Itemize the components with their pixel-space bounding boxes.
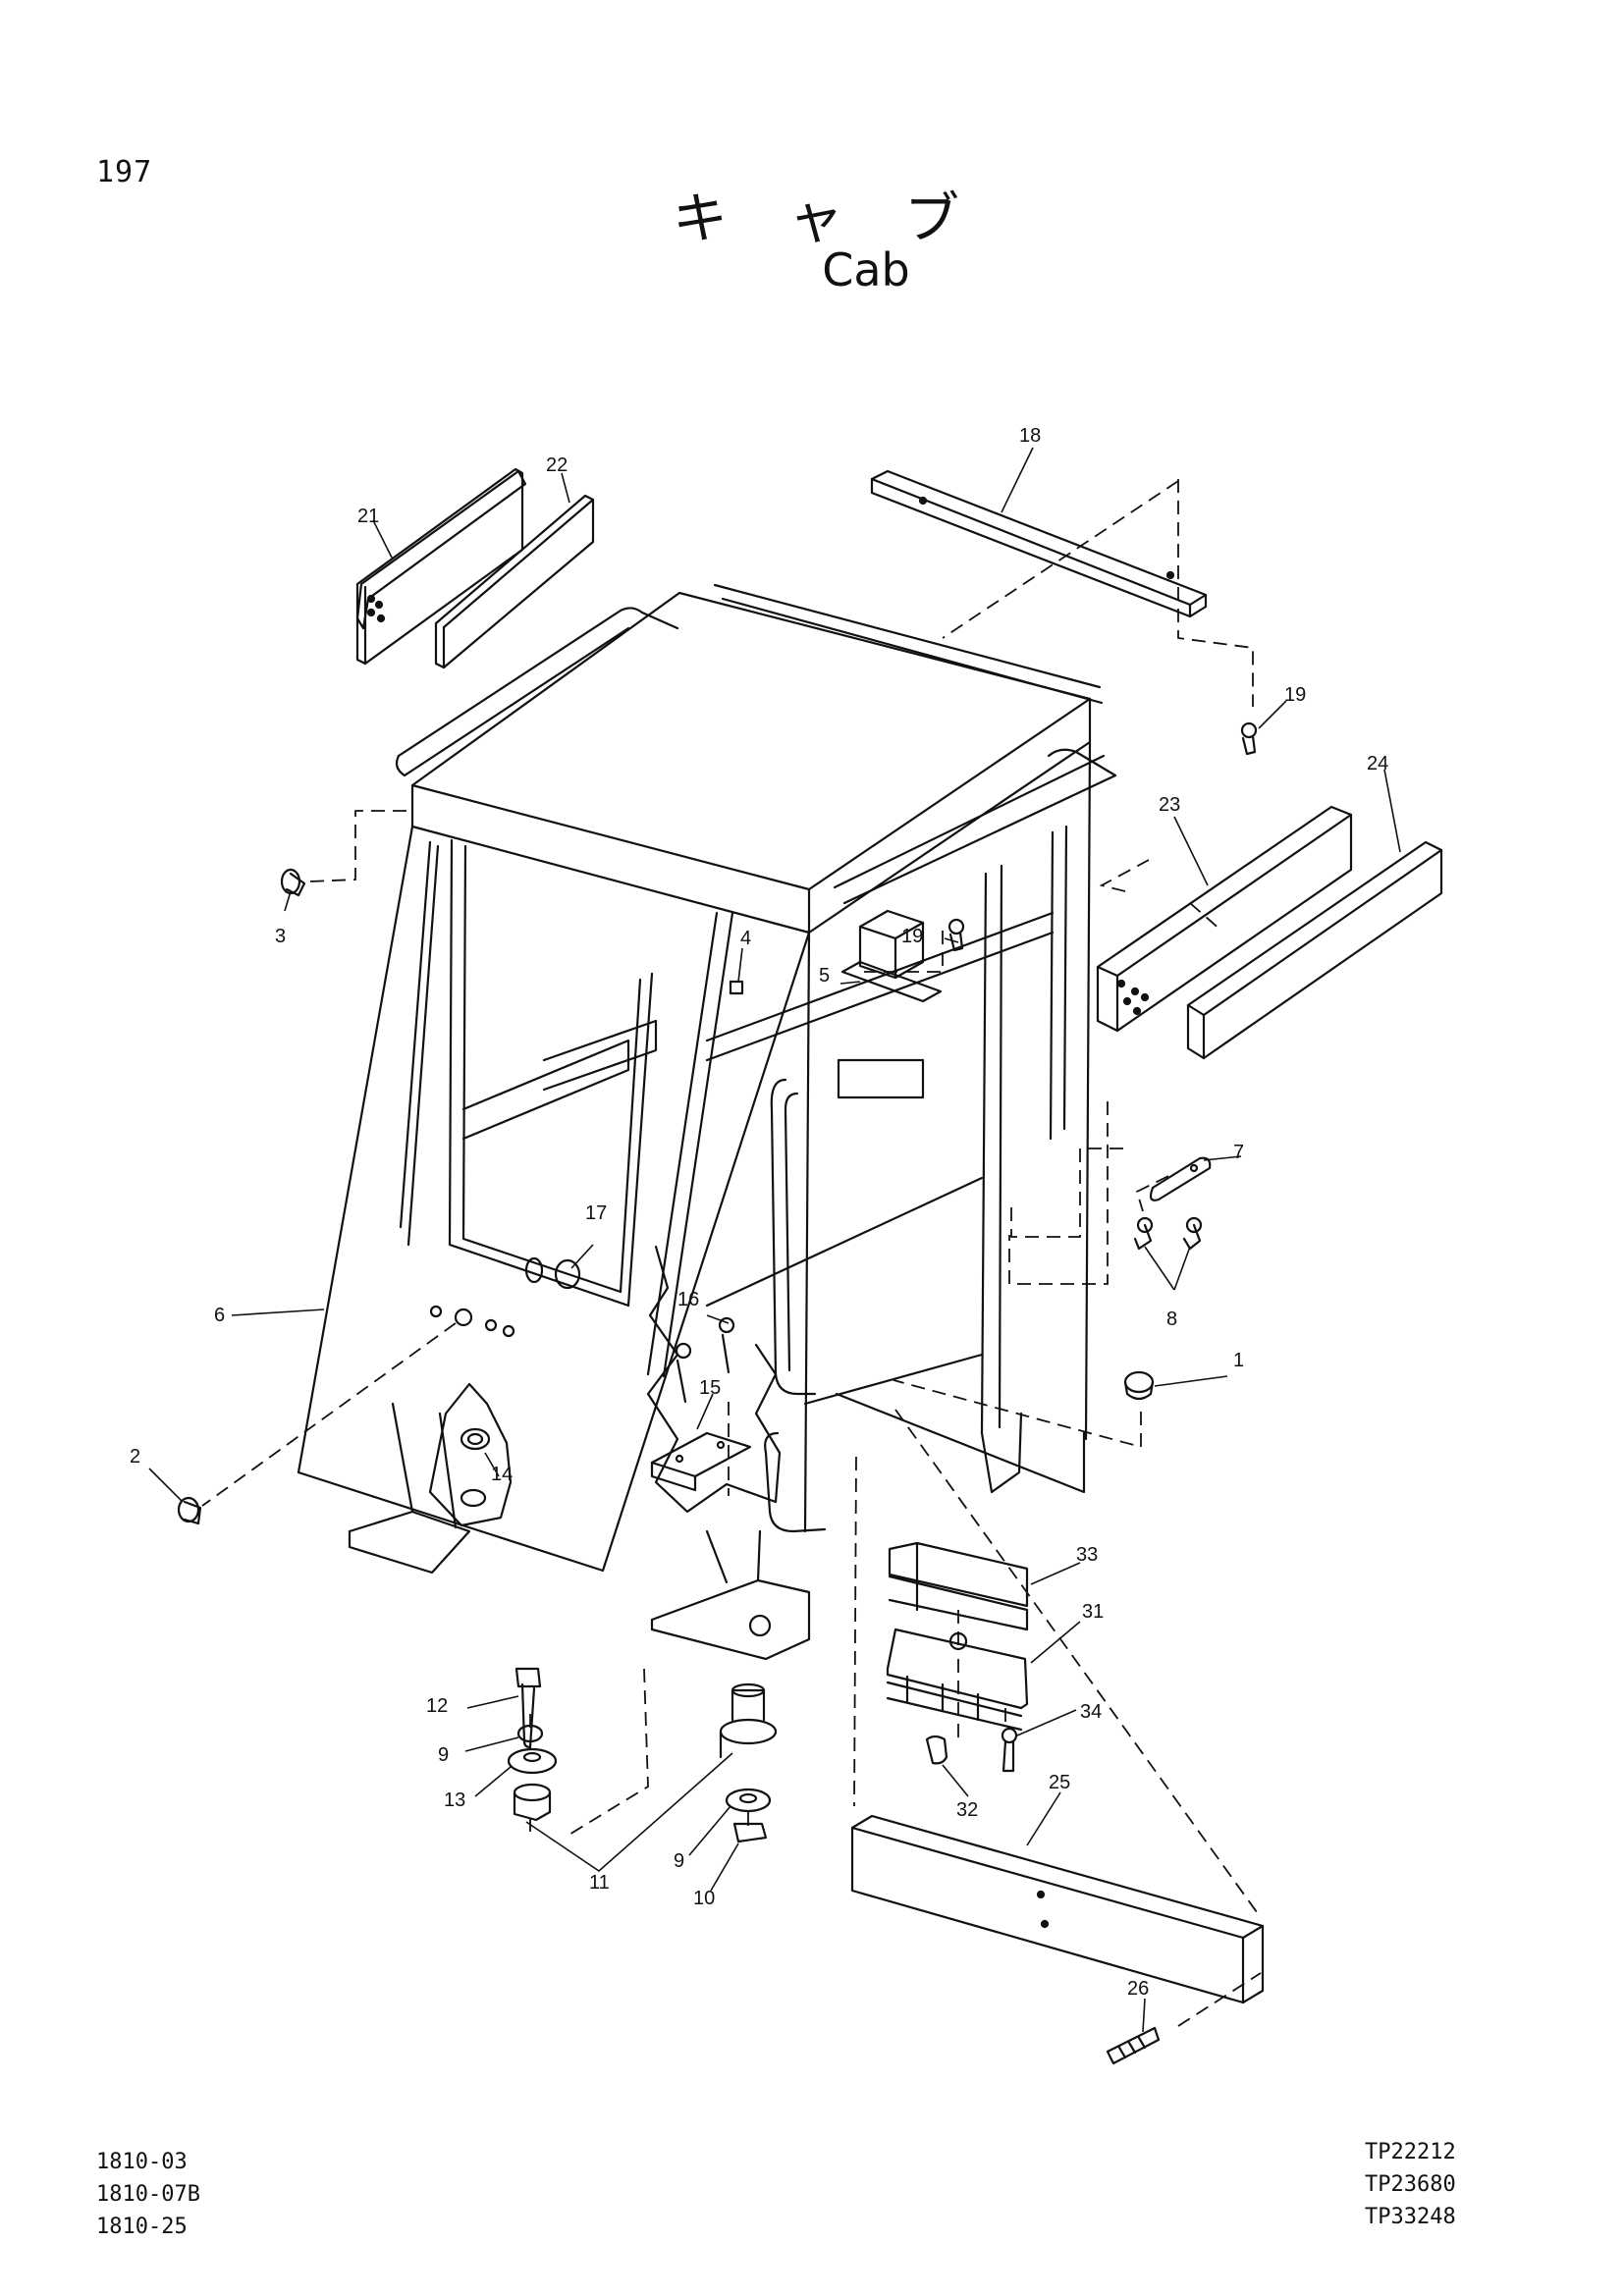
callout-8: 8 [1166, 1308, 1177, 1330]
part-3-plug [280, 868, 306, 897]
callout-15: 15 [699, 1377, 721, 1399]
callout-18: 18 [1019, 425, 1041, 447]
part-26-bolt [1106, 2026, 1161, 2065]
part-11-mount-a [513, 1783, 552, 1822]
page-number: 197 [96, 155, 153, 189]
callout-4: 4 [740, 928, 751, 949]
callout-16: 16 [677, 1289, 699, 1310]
leader-lines [148, 447, 1401, 2033]
cab-door-handle [764, 1078, 827, 1533]
callout-9a: 9 [438, 1744, 449, 1766]
cab-cutaway-left [428, 1382, 513, 1527]
cab-left-side [297, 825, 811, 1573]
callout-13: 13 [444, 1789, 465, 1811]
callout-32: 32 [956, 1799, 978, 1821]
callout-21: 21 [357, 506, 379, 527]
part-22-plate [434, 494, 595, 669]
part-7-latch [1149, 1156, 1212, 1201]
part-11-mount-b [719, 1682, 778, 1759]
callout-2: 2 [130, 1446, 140, 1468]
reference-code: TP23680 [1365, 2172, 1456, 2197]
callout-7: 7 [1233, 1142, 1244, 1163]
part-21-plate [355, 467, 527, 666]
part-2-plug [177, 1496, 202, 1525]
part-8-screws [1133, 1216, 1203, 1251]
assembly-lines [201, 479, 1262, 2027]
part-15-plate [650, 1431, 752, 1492]
part-19-bolt-b [947, 918, 965, 952]
callout-3: 3 [275, 926, 286, 947]
reference-code: TP33248 [1365, 2205, 1456, 2229]
callout-23: 23 [1159, 794, 1180, 816]
part-32-pin [925, 1735, 948, 1765]
reference-code: TP22212 [1365, 2140, 1456, 2164]
cab-right-side [705, 740, 1092, 1533]
callout-11: 11 [589, 1872, 610, 1894]
part-14-grommet [460, 1427, 491, 1451]
part-18-bracket [870, 469, 1208, 618]
cab-cutaway-right [646, 1245, 782, 1514]
reference-codes-left: 1810-03 1810-07B 1810-25 [96, 2146, 200, 2243]
callout-22: 22 [546, 454, 568, 476]
title-japanese: キャブ [673, 187, 1020, 251]
reference-codes-right: TP22212 TP23680 TP33248 [1365, 2136, 1456, 2233]
callout-31: 31 [1082, 1601, 1104, 1623]
part-25-bar [850, 1814, 1265, 2004]
part-4-nut [729, 980, 744, 995]
part-16-bolts [675, 1316, 735, 1404]
part-17-plug [524, 1256, 581, 1290]
callout-25: 25 [1049, 1772, 1070, 1793]
part-23-block [1096, 805, 1353, 1033]
part-1-cap [1123, 1370, 1155, 1401]
cab-floor-base [348, 1402, 1023, 1661]
reference-code: 1810-07B [96, 2182, 200, 2207]
callout-12: 12 [426, 1695, 448, 1717]
callout-17: 17 [585, 1202, 607, 1224]
callout-26: 26 [1127, 1978, 1149, 2000]
callout-5: 5 [819, 965, 830, 987]
callout-33: 33 [1076, 1544, 1098, 1566]
reference-code: 1810-03 [96, 2150, 188, 2174]
callout-24: 24 [1367, 753, 1388, 774]
callout-9b: 9 [674, 1850, 684, 1872]
part-13-washer [507, 1747, 558, 1775]
reference-code: 1810-25 [96, 2215, 188, 2239]
callout-6: 6 [214, 1305, 225, 1326]
callout-1: 1 [1233, 1350, 1244, 1371]
part-10-nut [732, 1822, 768, 1843]
callout-14: 14 [491, 1464, 513, 1485]
title-english: Cab [822, 243, 910, 296]
callout-34: 34 [1080, 1701, 1102, 1723]
part-31-hinge [886, 1628, 1029, 1732]
cab-roof [395, 583, 1117, 934]
callout-19a: 19 [1284, 684, 1306, 706]
callout-10: 10 [693, 1888, 715, 1909]
callout-labels: 18 22 21 19 24 23 3 4 19 5 7 17 8 6 16 1… [130, 425, 1388, 2000]
part-12-bolt [514, 1667, 542, 1749]
part-24-block [1186, 840, 1443, 1060]
part-34-bolt [1001, 1727, 1018, 1773]
part-19-bolt-a [1240, 721, 1258, 756]
callout-19b: 19 [901, 926, 923, 947]
part-9-washer-b [725, 1788, 772, 1813]
part-5-relay [840, 909, 943, 1003]
